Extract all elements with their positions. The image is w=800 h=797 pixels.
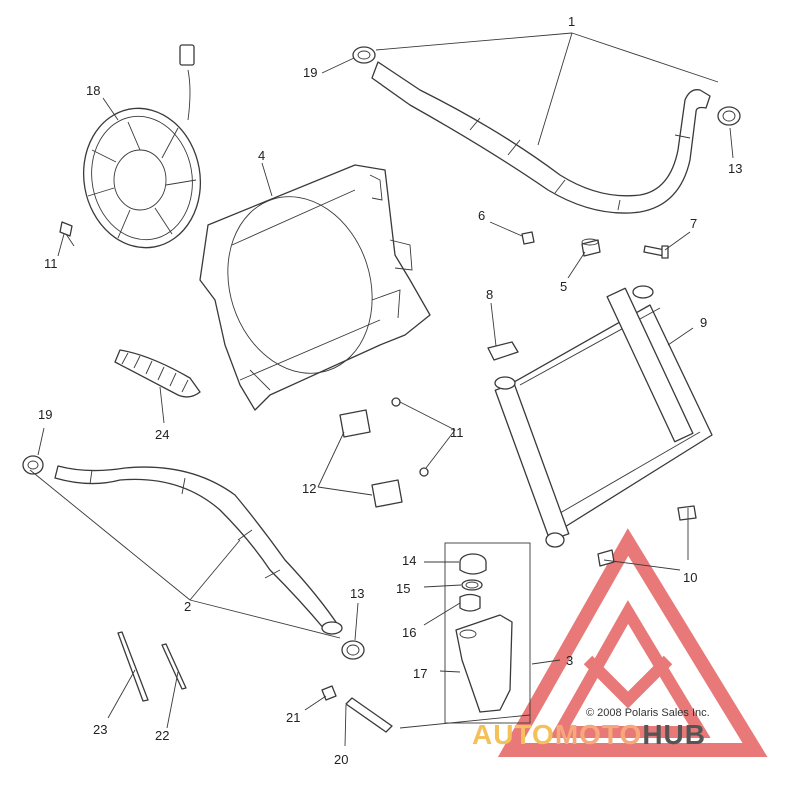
grommet-5 bbox=[581, 238, 601, 257]
callout-16: 16 bbox=[402, 625, 416, 640]
reservoir-assembly bbox=[444, 542, 531, 724]
callout-20: 20 bbox=[334, 752, 348, 767]
fan-shroud bbox=[199, 164, 431, 411]
cable-tie-22 bbox=[161, 643, 187, 690]
neck-16 bbox=[459, 593, 481, 612]
callout-labels: 1 19 13 18 4 11 6 7 5 8 9 24 19 11 12 14… bbox=[38, 14, 742, 767]
brand-auto: AUTO bbox=[472, 719, 555, 750]
callout-23: 23 bbox=[93, 722, 107, 737]
foam-sleeve bbox=[114, 349, 201, 398]
brand-moto: MOTO bbox=[555, 719, 642, 750]
callout-19-lower: 19 bbox=[38, 407, 52, 422]
callout-10: 10 bbox=[683, 570, 697, 585]
hose-clamp-top-left bbox=[352, 46, 376, 64]
reservoir-tank-17 bbox=[455, 614, 513, 713]
screw-11-bottom bbox=[419, 467, 429, 477]
clip-21 bbox=[321, 685, 337, 701]
callout-17: 17 bbox=[413, 666, 427, 681]
callout-24: 24 bbox=[155, 427, 169, 442]
watermark-logo bbox=[497, 528, 768, 757]
hose-clamp-lower-left bbox=[22, 455, 44, 475]
mount-bracket-12-top bbox=[339, 409, 371, 438]
logo-m-stroke bbox=[583, 655, 673, 709]
callout-3: 3 bbox=[566, 653, 573, 668]
callout-1: 1 bbox=[568, 14, 575, 29]
callout-19-top: 19 bbox=[303, 65, 317, 80]
callout-11-left: 11 bbox=[44, 256, 58, 271]
callout-18: 18 bbox=[86, 83, 100, 98]
brand-hub: HUB bbox=[642, 719, 706, 750]
callout-14: 14 bbox=[402, 553, 416, 568]
radiator bbox=[494, 285, 713, 548]
screw-left bbox=[59, 221, 75, 247]
callout-13-lower: 13 bbox=[350, 586, 364, 601]
radiator-mount-10 bbox=[597, 505, 697, 567]
logo-triangle-outer bbox=[497, 528, 768, 757]
mount-bracket-12-bottom bbox=[371, 479, 403, 508]
callout-7: 7 bbox=[690, 216, 697, 231]
grommet-6 bbox=[521, 231, 535, 245]
callout-6: 6 bbox=[478, 208, 485, 223]
hose-clamp-lower-right bbox=[341, 640, 365, 660]
callout-4: 4 bbox=[258, 148, 265, 163]
leader-lines bbox=[29, 32, 734, 747]
watermark-brand-text: AUTOMOTOHUB bbox=[472, 719, 706, 750]
cable-tie-23 bbox=[117, 631, 149, 702]
screw-11-top bbox=[391, 397, 401, 407]
callout-12: 12 bbox=[302, 481, 316, 496]
cooling-fan bbox=[82, 44, 202, 249]
callout-5: 5 bbox=[560, 279, 567, 294]
upper-radiator-hose bbox=[371, 61, 711, 214]
hose-clamp-top-right bbox=[717, 106, 741, 126]
copyright-text: © 2008 Polaris Sales Inc. bbox=[586, 707, 710, 719]
callout-22: 22 bbox=[155, 728, 169, 743]
callout-13-top: 13 bbox=[728, 161, 742, 176]
bolt-7 bbox=[643, 245, 669, 259]
callout-9: 9 bbox=[700, 315, 707, 330]
callout-15: 15 bbox=[396, 581, 410, 596]
callout-2: 2 bbox=[184, 599, 191, 614]
overflow-hose-20 bbox=[345, 697, 393, 733]
lower-radiator-hose bbox=[54, 465, 343, 635]
bracket-8 bbox=[487, 341, 519, 361]
seal-15 bbox=[461, 579, 483, 591]
callout-8: 8 bbox=[486, 287, 493, 302]
callout-11-right: 11 bbox=[450, 425, 464, 440]
callout-21: 21 bbox=[286, 710, 300, 725]
